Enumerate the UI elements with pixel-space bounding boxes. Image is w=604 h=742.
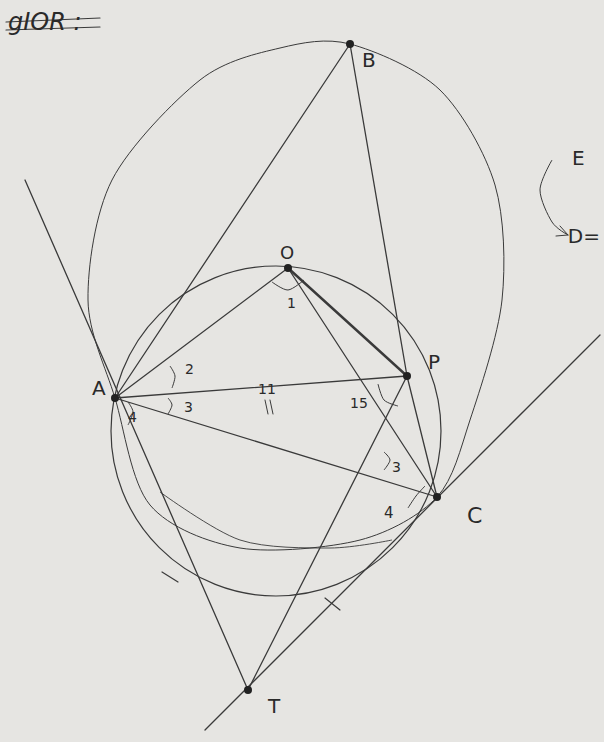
angle-mark — [170, 366, 175, 388]
angle-mark — [168, 398, 172, 414]
segment — [115, 44, 350, 398]
point-label: B — [362, 50, 376, 70]
tick-mark — [265, 400, 268, 414]
point-label: 4 — [384, 506, 394, 521]
point-label: A — [92, 378, 106, 398]
angle-mark — [408, 486, 425, 508]
point-label: 2 — [185, 362, 194, 376]
segment — [350, 44, 407, 376]
point-label: 15 — [350, 396, 368, 410]
segment — [115, 376, 407, 398]
point-label: T — [268, 696, 280, 716]
point-label: 3 — [392, 460, 401, 474]
point-label: 11 — [258, 382, 276, 396]
heading: gIOR : — [8, 10, 82, 34]
point-dot — [244, 686, 252, 694]
point-label: O — [280, 244, 294, 262]
point-label: 1 — [287, 296, 296, 310]
tangent-line — [205, 335, 600, 730]
segment — [248, 376, 407, 690]
point-dot — [433, 493, 441, 501]
light-arc — [160, 492, 392, 548]
angle-mark — [378, 384, 398, 406]
point-dot — [111, 394, 119, 402]
arrow-head — [560, 226, 568, 235]
segment — [407, 376, 437, 497]
point-label: E — [572, 148, 585, 168]
point-dot — [284, 264, 292, 272]
inner-circle — [111, 266, 441, 596]
angle-mark — [272, 280, 304, 290]
segment — [115, 268, 288, 398]
tangent-line — [25, 180, 248, 690]
point-label: 4 — [128, 410, 137, 424]
point-label: 3 — [184, 400, 193, 414]
point-label: P — [428, 352, 440, 372]
tick-mark — [325, 598, 340, 610]
circumcircle — [88, 41, 504, 550]
point-label: C — [467, 505, 482, 527]
point-label: D= — [568, 226, 600, 246]
tick-mark — [162, 572, 178, 582]
tick-mark — [270, 400, 273, 414]
angle-mark — [384, 452, 390, 470]
point-dot — [346, 40, 354, 48]
margin-arrow — [540, 160, 568, 235]
arrow-head — [556, 235, 568, 236]
point-dot — [403, 372, 411, 380]
